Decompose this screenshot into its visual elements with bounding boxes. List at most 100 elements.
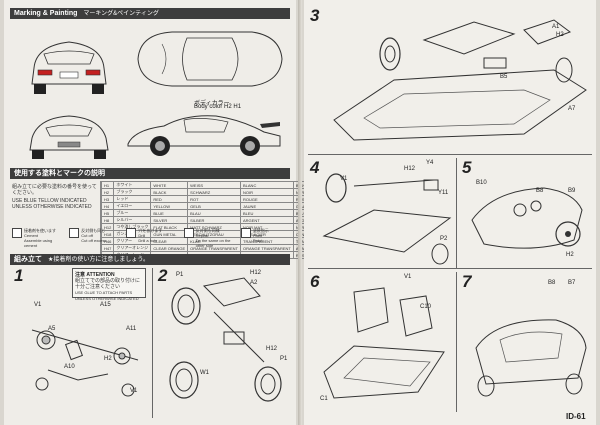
- part-label: Y11: [438, 190, 449, 196]
- part-label: A10: [64, 364, 75, 370]
- paint-cell-en: RED: [150, 195, 189, 203]
- symbol-icon: [126, 228, 137, 238]
- part-label: W1: [200, 370, 209, 376]
- paint-cell-jp: イエロー: [113, 202, 152, 210]
- paint-cell-de: SILBER: [187, 216, 241, 224]
- instruction-page-left: Marking & Painting マーキング&ペインティング ボデ: [4, 0, 406, 425]
- paint-cell-en: BLUE: [150, 209, 189, 217]
- paint-cell-fr: NOIR: [240, 188, 294, 196]
- page-fold: [298, 0, 302, 425]
- part-label: B7: [568, 280, 576, 286]
- paint-cell-en: YELLOW: [150, 202, 189, 210]
- part-label: B8: [536, 188, 544, 194]
- paint-cell-en: SILVER: [150, 216, 189, 224]
- assembly-header: 組み立て ★接着剤の使い方に注意しましょう。: [10, 254, 290, 265]
- paint-cell-jp: シルバー: [113, 216, 152, 224]
- step-4-number: 4: [310, 158, 320, 177]
- part-label: B10: [476, 180, 487, 186]
- part-label: A5: [48, 326, 56, 332]
- paint-cell-fr: ROUGE: [240, 195, 294, 203]
- paint-cell-jp: ホワイト: [113, 181, 152, 189]
- paint-cell-fr: ARGENT: [240, 216, 294, 224]
- part-label: H12: [404, 166, 416, 172]
- paint-cell-code: H5: [100, 209, 115, 217]
- step-7-number: 7: [462, 272, 472, 291]
- symbol-icon: [12, 228, 22, 238]
- part-label: H12: [250, 270, 262, 276]
- step-3-diagram: [333, 19, 587, 141]
- paint-cell-de: BLAU: [187, 209, 241, 217]
- step-5-number: 5: [462, 158, 472, 177]
- part-label: P2: [440, 236, 448, 242]
- paint-note: 組み立てに必要な塗料の番号を使ってください。 USE BLUE TELLOW I…: [12, 184, 97, 210]
- part-label: B5: [500, 74, 508, 80]
- part-label: C1: [320, 396, 328, 402]
- paint-cell-jp: ブルー: [113, 209, 152, 217]
- step-2-number: 2: [158, 266, 168, 285]
- step-5-diagram: [471, 187, 583, 249]
- part-label: P1: [280, 356, 288, 362]
- part-label: B9: [568, 188, 576, 194]
- paint-cell-code: H8: [100, 216, 115, 224]
- paint-cell-jp: レッド: [113, 195, 152, 203]
- step-1-diagram: [31, 329, 139, 397]
- paint-cell-fr: BLANC: [240, 181, 294, 189]
- step-7-diagram: [475, 319, 587, 397]
- part-label: B8: [548, 280, 556, 286]
- part-label: A7: [568, 106, 576, 112]
- part-label: H12: [266, 346, 278, 352]
- part-label: V1: [404, 274, 412, 280]
- part-label: A2: [250, 280, 258, 286]
- part-label: A15: [100, 302, 111, 308]
- page-number: ID-61: [566, 412, 586, 421]
- part-label: H2: [104, 356, 112, 362]
- paint-cell-de: SCHWARZ: [187, 188, 241, 196]
- paint-cell-en: BLACK: [150, 188, 189, 196]
- step-3-number: 3: [310, 6, 320, 25]
- car-top-view: [137, 31, 283, 87]
- paint-cell-de: WEISS: [187, 181, 241, 189]
- body-color-label: ボディカラー: [194, 101, 230, 107]
- car-front-view: [29, 115, 109, 159]
- paint-header: 使用する塗料とマークの説明: [10, 168, 290, 179]
- part-label: C10: [420, 304, 432, 310]
- body-color-label-en: Body color H2 H1: [194, 104, 242, 110]
- car-rear-view: [31, 41, 107, 94]
- paint-cell-code: H4: [100, 202, 115, 210]
- step-6-diagram: [323, 287, 445, 399]
- paint-cell-code: H2: [100, 188, 115, 196]
- paint-cell-de: ROT: [187, 195, 241, 203]
- part-label: V1: [34, 302, 42, 308]
- part-label: A1: [552, 24, 560, 30]
- marking-header: Marking & Painting マーキング&ペインティング: [10, 8, 290, 19]
- paint-cell-code: H3: [100, 195, 115, 203]
- part-label: P1: [176, 272, 184, 278]
- part-label: V1: [130, 388, 138, 394]
- symbol-icon: [183, 228, 194, 238]
- step-4-diagram: [322, 173, 452, 265]
- part-label: Y4: [426, 160, 434, 166]
- paint-cell-code: H1: [100, 181, 115, 189]
- paint-cell-fr: JAUNE: [240, 202, 294, 210]
- attention-box: 注意 ATTENTION 組立てでの部品の取り付けに十分ご注意ください USE …: [72, 268, 146, 301]
- part-label: H2: [566, 252, 574, 258]
- step-6-number: 6: [310, 272, 320, 291]
- car-side-view: [127, 115, 281, 156]
- part-label: H2: [556, 32, 564, 38]
- step-2-diagram: [169, 277, 282, 402]
- paint-cell-de: GELB: [187, 202, 241, 210]
- part-label: V1: [340, 176, 348, 182]
- instruction-page-right: 3 A1 H2 B5 A7 4 V1 Y4 H12 Y11 P2 5 B10 B…: [304, 0, 596, 425]
- symbol-icon: [240, 228, 251, 238]
- paint-cell-jp: ブラック: [113, 188, 152, 196]
